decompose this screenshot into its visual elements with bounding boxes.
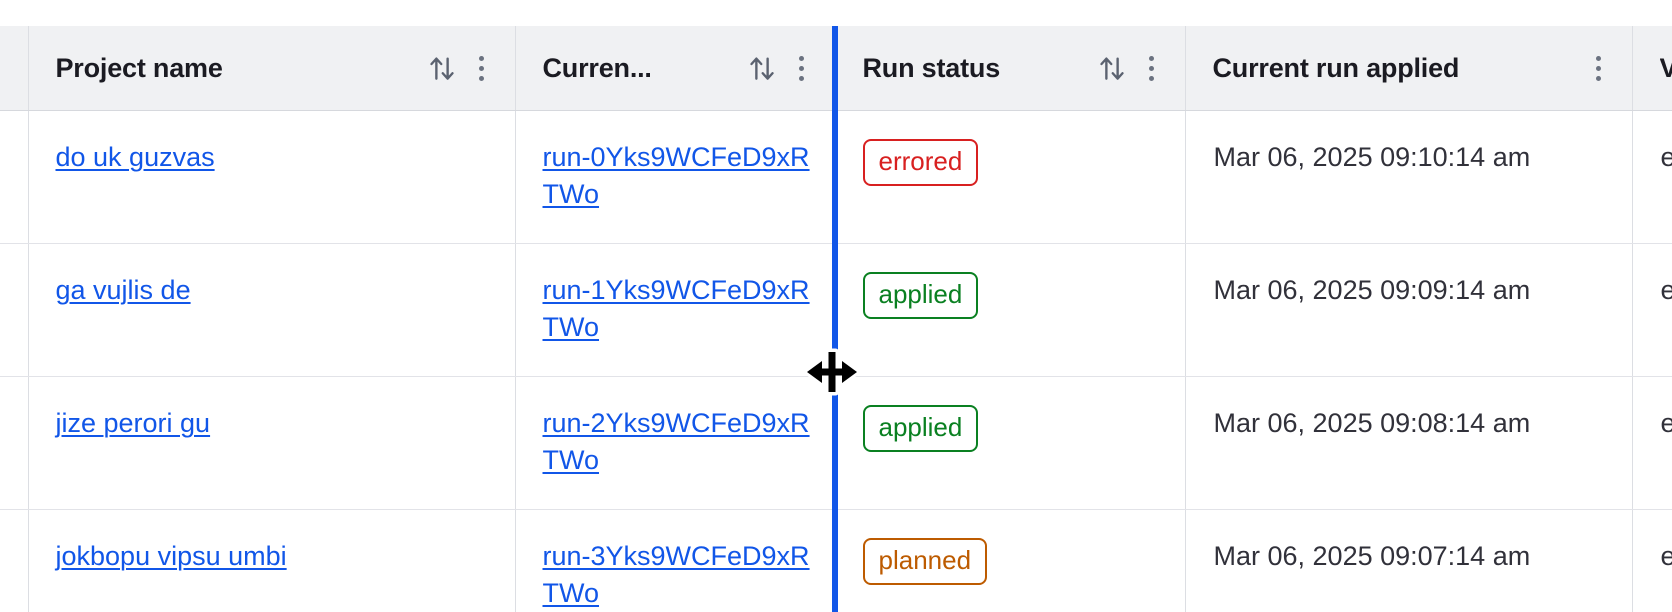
cell-version: e <box>1632 509 1672 612</box>
applied-timestamp: Mar 06, 2025 09:09:14 am <box>1213 275 1531 305</box>
table-body: do uk guzvas run-0Yks9WCFeD9xRTWo errore… <box>0 110 1672 612</box>
table-row: do uk guzvas run-0Yks9WCFeD9xRTWo errore… <box>0 110 1672 244</box>
cell-version: e <box>1632 110 1672 244</box>
column-menu-icon[interactable] <box>1137 51 1167 85</box>
version-text: e <box>1660 275 1672 305</box>
cell-run-status: applied <box>835 376 1186 510</box>
projects-table: Project name <box>0 26 1672 612</box>
column-resize-indicator[interactable] <box>832 26 838 612</box>
table-row: ga vujlis de run-1Yks9WCFeD9xRTWo applie… <box>0 243 1672 377</box>
column-menu-icon[interactable] <box>467 51 497 85</box>
column-menu-icon[interactable] <box>1584 51 1614 85</box>
status-badge: applied <box>862 405 979 452</box>
cell-run-status: planned <box>835 509 1186 612</box>
applied-timestamp: Mar 06, 2025 09:07:14 am <box>1213 541 1531 571</box>
cell-current-run-applied: Mar 06, 2025 09:10:14 am <box>1185 110 1633 244</box>
cell-version: e <box>1632 243 1672 377</box>
sort-icon[interactable] <box>747 51 777 85</box>
row-gutter-cell <box>0 110 29 244</box>
version-text: e <box>1660 408 1672 438</box>
table-row: jokbopu vipsu umbi run-3Yks9WCFeD9xRTWo … <box>0 509 1672 612</box>
cell-current-run: run-1Yks9WCFeD9xRTWo <box>515 243 836 377</box>
status-badge: errored <box>862 139 979 186</box>
table-row: jize perori gu run-2Yks9WCFeD9xRTWo appl… <box>0 376 1672 510</box>
version-text: e <box>1660 142 1672 172</box>
version-text: e <box>1660 541 1672 571</box>
cell-project-name: jokbopu vipsu umbi <box>28 509 516 612</box>
column-header-run-status[interactable]: Run status <box>835 26 1186 111</box>
column-header-project-name-label: Project name <box>55 52 223 83</box>
run-link[interactable]: run-3Yks9WCFeD9xRTWo <box>542 541 810 609</box>
project-link[interactable]: jize perori gu <box>55 408 211 438</box>
cell-current-run-applied: Mar 06, 2025 09:08:14 am <box>1185 376 1633 510</box>
column-header-project-name[interactable]: Project name <box>28 26 516 111</box>
status-badge: planned <box>862 538 988 585</box>
sort-icon[interactable] <box>1097 51 1127 85</box>
cell-project-name: do uk guzvas <box>28 110 516 244</box>
row-gutter-cell <box>0 243 29 377</box>
row-gutter-cell <box>0 509 29 612</box>
cell-version: e <box>1632 376 1672 510</box>
table-header: Project name <box>0 26 1672 111</box>
column-menu-icon[interactable] <box>787 51 817 85</box>
cell-run-status: applied <box>835 243 1186 377</box>
cell-current-run: run-3Yks9WCFeD9xRTWo <box>515 509 836 612</box>
sort-icon[interactable] <box>427 51 457 85</box>
project-link[interactable]: jokbopu vipsu umbi <box>55 541 287 571</box>
cell-current-run-applied: Mar 06, 2025 09:09:14 am <box>1185 243 1633 377</box>
run-link[interactable]: run-1Yks9WCFeD9xRTWo <box>542 275 810 343</box>
cell-run-status: errored <box>835 110 1186 244</box>
cell-current-run-applied: Mar 06, 2025 09:07:14 am <box>1185 509 1633 612</box>
project-link[interactable]: do uk guzvas <box>55 142 215 172</box>
cell-current-run: run-0Yks9WCFeD9xRTWo <box>515 110 836 244</box>
row-gutter-cell <box>0 376 29 510</box>
column-header-current-run-applied[interactable]: Current run applied <box>1185 26 1633 111</box>
column-header-current-run-label: Curren... <box>542 52 652 83</box>
column-header-version[interactable]: V <box>1632 26 1672 111</box>
column-header-gutter <box>0 26 29 111</box>
column-header-current-run-applied-label: Current run applied <box>1212 52 1460 83</box>
run-link[interactable]: run-2Yks9WCFeD9xRTWo <box>542 408 810 476</box>
column-header-current-run[interactable]: Curren... <box>515 26 836 111</box>
applied-timestamp: Mar 06, 2025 09:10:14 am <box>1213 142 1531 172</box>
project-link[interactable]: ga vujlis de <box>55 275 191 305</box>
header-row: Project name <box>0 26 1672 111</box>
applied-timestamp: Mar 06, 2025 09:08:14 am <box>1213 408 1531 438</box>
run-link[interactable]: run-0Yks9WCFeD9xRTWo <box>542 142 810 210</box>
status-badge: applied <box>862 272 979 319</box>
column-header-version-label: V <box>1660 53 1672 84</box>
cell-project-name: jize perori gu <box>28 376 516 510</box>
column-header-run-status-label: Run status <box>862 52 1001 83</box>
projects-table-container: Project name <box>0 26 1672 612</box>
cell-current-run: run-2Yks9WCFeD9xRTWo <box>515 376 836 510</box>
cell-project-name: ga vujlis de <box>28 243 516 377</box>
